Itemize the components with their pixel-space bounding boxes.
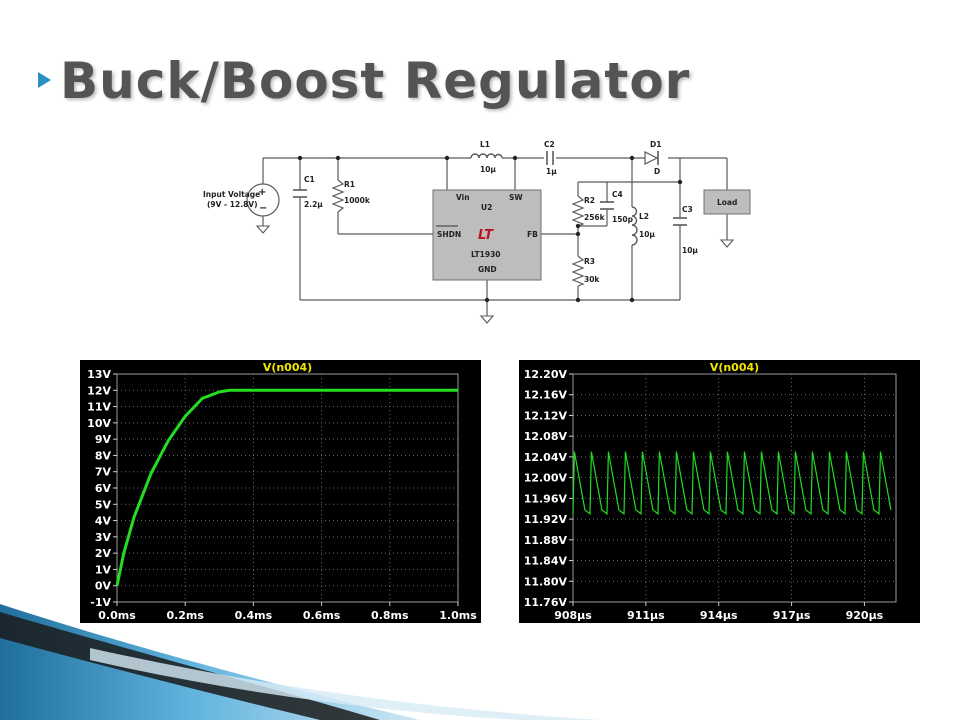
ic-shdn-pin: SHDN	[437, 230, 461, 239]
y-tick-label: 11.76V	[524, 596, 568, 609]
ic-vin-pin: Vin	[456, 193, 470, 202]
c1-name: C1	[304, 175, 315, 184]
x-tick-label: 0.6ms	[303, 609, 341, 622]
c3-name: C3	[682, 205, 693, 214]
y-tick-label: 5V	[95, 498, 112, 511]
l1-name: L1	[480, 140, 490, 149]
y-tick-label: 11.96V	[524, 492, 568, 505]
y-tick-label: 11.80V	[524, 575, 568, 588]
x-tick-label: 911µs	[627, 609, 665, 622]
d1-name: D1	[650, 140, 661, 149]
x-tick-label: 914µs	[700, 609, 738, 622]
y-tick-label: 12.04V	[524, 451, 568, 464]
y-tick-label: 0V	[95, 580, 112, 593]
source-range: (9V - 12.8V)	[207, 200, 258, 209]
x-tick-label: 0.4ms	[235, 609, 273, 622]
y-tick-label: 12V	[87, 384, 111, 397]
x-tick-label: 0.0ms	[98, 609, 136, 622]
y-tick-label: 2V	[95, 547, 112, 560]
l1-value: 10µ	[480, 165, 496, 174]
y-tick-label: 12.00V	[524, 472, 568, 485]
y-tick-label: 7V	[95, 466, 112, 479]
ripple-voltage-plot: 12.20V 12.16V 12.12V 12.08V 12.04V 12.00V 11.9…	[519, 360, 920, 623]
r1-value: 1000k	[344, 196, 371, 205]
x-tick-label: 0.8ms	[371, 609, 409, 622]
y-tick-label: 13V	[87, 368, 111, 381]
voltage-trace-line	[115, 388, 458, 587]
d1-value: D	[654, 167, 660, 176]
y-tick-label: 10V	[87, 417, 111, 430]
ic-ref-name: U2	[481, 203, 492, 212]
y-tick-label: 12.08V	[524, 430, 568, 443]
y-tick-label: 11V	[87, 401, 111, 414]
r2-name: R2	[584, 196, 595, 205]
ic-sw-pin: SW	[509, 193, 523, 202]
r1-name: R1	[344, 180, 355, 189]
title-bullet-arrow	[38, 72, 51, 88]
y-tick-label: 11.84V	[524, 555, 568, 568]
y-tick-label: 6V	[95, 482, 112, 495]
startup-chart-svg: 13V 12V 11V 10V 9V 8V 7V 6V 5V 4V 3V 2V 1V 0V -1V0.0ms…	[87, 361, 477, 622]
ic-fb-pin: FB	[527, 230, 538, 239]
load-label: Load	[717, 198, 737, 207]
c4-name: C4	[612, 190, 623, 199]
r3-value: 30k	[584, 275, 600, 284]
x-tick-label: 0.2ms	[166, 609, 204, 622]
l2-value: 10µ	[639, 230, 655, 239]
y-tick-label: 12.20V	[524, 368, 568, 381]
circuit-schematic: + − Input Voltage (9V - 12.8V) C1 2.2µ R…	[203, 140, 751, 324]
c4-value: 150p	[612, 215, 634, 224]
y-tick-label: 11.88V	[524, 534, 568, 547]
chart-title: V(n004)	[710, 361, 759, 374]
c3-value: 10µ	[682, 246, 698, 255]
lt-logo: LT	[478, 228, 494, 243]
y-tick-label: -1V	[90, 596, 111, 609]
c2-value: 1µ	[546, 167, 557, 176]
x-tick-label: 1.0ms	[439, 609, 477, 622]
c2-name: C2	[544, 140, 555, 149]
y-tick-label: 12.12V	[524, 409, 568, 422]
source-label: Input Voltage	[203, 190, 260, 199]
chart-title: V(n004)	[263, 361, 312, 374]
slide-title: Buck/Boost Regulator	[60, 52, 691, 110]
source-minus-sign: −	[259, 203, 267, 214]
y-tick-label: 12.16V	[524, 389, 568, 402]
y-tick-label: 8V	[95, 449, 112, 462]
y-tick-label: 1V	[95, 563, 112, 576]
y-tick-label: 11.92V	[524, 513, 568, 526]
source-plus-sign: +	[258, 187, 266, 198]
ripple-chart-svg: 12.20V 12.16V 12.12V 12.08V 12.04V 12.00V 11.9…	[524, 361, 897, 622]
r3-name: R3	[584, 257, 595, 266]
x-tick-label: 920µs	[846, 609, 884, 622]
r2-value: 256k	[584, 213, 606, 222]
y-tick-label: 4V	[95, 515, 112, 528]
ic-part-number: LT1930	[471, 250, 501, 259]
x-tick-label: 908µs	[554, 609, 592, 622]
ic-gnd-pin: GND	[478, 265, 497, 274]
y-tick-label: 9V	[95, 433, 112, 446]
l2-name: L2	[639, 212, 649, 221]
y-tick-label: 3V	[95, 531, 112, 544]
x-tick-label: 917µs	[773, 609, 811, 622]
ripple-trace-line	[572, 451, 892, 516]
c1-value: 2.2µ	[304, 200, 323, 209]
